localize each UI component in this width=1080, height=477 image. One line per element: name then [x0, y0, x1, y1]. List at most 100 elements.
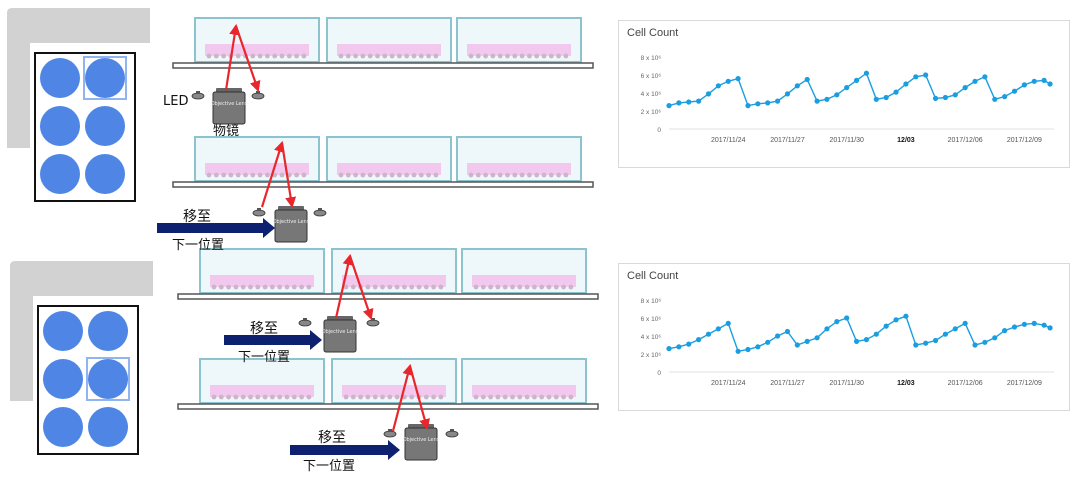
cell-cluster	[394, 394, 400, 400]
culture-medium	[342, 275, 446, 287]
cell-cluster	[389, 172, 395, 178]
cell-cluster	[350, 394, 356, 400]
next-position-label-2: 下一位置	[238, 350, 291, 365]
cell-cluster	[389, 53, 395, 59]
cell-cluster	[480, 394, 486, 400]
data-point	[804, 338, 810, 344]
cell-cluster	[358, 394, 363, 400]
cell-cluster	[270, 394, 275, 400]
cell-cluster	[490, 53, 496, 59]
data-point	[972, 78, 978, 84]
cell-cluster	[265, 53, 270, 59]
cell-cluster	[291, 394, 297, 400]
led-light	[191, 91, 205, 100]
y-tick-label: 4 x 10⁶	[641, 91, 662, 98]
x-tick-label: 2017/11/27	[770, 380, 805, 387]
cell-cluster	[505, 172, 510, 178]
led-light	[298, 318, 312, 327]
data-point	[982, 339, 988, 345]
cell-cluster	[206, 53, 212, 59]
cell-cluster	[512, 53, 518, 59]
cell-cluster	[382, 172, 388, 178]
cell-cluster	[338, 172, 344, 178]
well	[40, 106, 80, 146]
data-point	[893, 317, 899, 323]
data-point	[814, 98, 820, 104]
cell-cluster	[423, 394, 429, 400]
move-label-2: 移至	[250, 321, 278, 337]
well	[40, 154, 80, 194]
lens-text: Objective Lens	[322, 329, 359, 335]
data-point	[962, 85, 968, 91]
data-point	[1041, 77, 1047, 83]
cell-cluster	[255, 284, 261, 290]
data-point	[1031, 320, 1037, 326]
cell-cluster	[284, 284, 290, 290]
data-point	[962, 320, 968, 326]
well-highlight	[83, 56, 127, 100]
x-tick-label: 12/03	[897, 137, 915, 144]
cell-cluster	[517, 394, 523, 400]
cell-cluster	[270, 284, 275, 290]
cell-cluster	[338, 53, 344, 59]
data-point	[942, 94, 949, 101]
cell-cluster	[568, 394, 574, 400]
cell-cluster	[365, 394, 371, 400]
cell-cluster	[277, 394, 283, 400]
data-point	[696, 337, 702, 343]
data-point	[774, 98, 781, 104]
culture-medium	[337, 44, 441, 56]
flask-row-1	[172, 17, 594, 69]
lens-body	[274, 209, 308, 243]
cell-cluster	[301, 172, 307, 178]
culture-medium	[467, 163, 571, 175]
data-point	[735, 76, 741, 82]
culture-medium	[337, 163, 441, 175]
led-top	[450, 429, 454, 432]
cell-cluster	[218, 394, 224, 400]
culture-medium	[205, 44, 309, 56]
data-point	[1021, 321, 1027, 327]
objective-lens-2: Objective Lens	[273, 206, 310, 243]
cell-cluster	[299, 284, 304, 290]
cell-cluster	[563, 172, 569, 178]
data-point	[745, 346, 751, 353]
data-point	[913, 74, 919, 80]
stage-shelf	[172, 62, 594, 69]
data-point	[705, 91, 712, 97]
next-position-label-1: 下一位置	[172, 238, 225, 253]
data-point	[1047, 325, 1053, 331]
cell-cluster	[397, 53, 402, 59]
light-path-arrow	[234, 25, 261, 93]
cell-cluster	[257, 53, 263, 59]
cell-cluster	[426, 53, 431, 59]
cell-cluster	[483, 53, 488, 59]
lens-body	[323, 319, 357, 353]
data-point	[883, 323, 889, 329]
cell-cluster	[233, 394, 239, 400]
led-top	[318, 208, 322, 211]
cell-cluster	[387, 394, 393, 400]
cell-cluster	[365, 284, 371, 290]
x-tick-label: 2017/11/27	[770, 137, 805, 144]
cell-cluster	[306, 284, 312, 290]
move-arrow	[290, 440, 400, 460]
objective-lens-3: Objective Lens	[322, 316, 359, 353]
cell-cluster	[510, 284, 515, 290]
cell-cluster	[546, 284, 552, 290]
cell-cluster	[438, 394, 444, 400]
cell-cluster	[299, 394, 304, 400]
cell-cluster	[527, 53, 532, 59]
x-tick-label: 2017/11/30	[829, 380, 864, 387]
cell-cluster	[473, 394, 479, 400]
data-point	[873, 331, 879, 337]
data-point	[1002, 94, 1008, 100]
data-point	[992, 335, 998, 341]
light-path-arrow	[334, 253, 354, 319]
cell-cluster	[213, 53, 219, 59]
data-point	[1011, 324, 1018, 330]
cell-cluster	[548, 172, 554, 178]
data-point	[824, 326, 830, 332]
